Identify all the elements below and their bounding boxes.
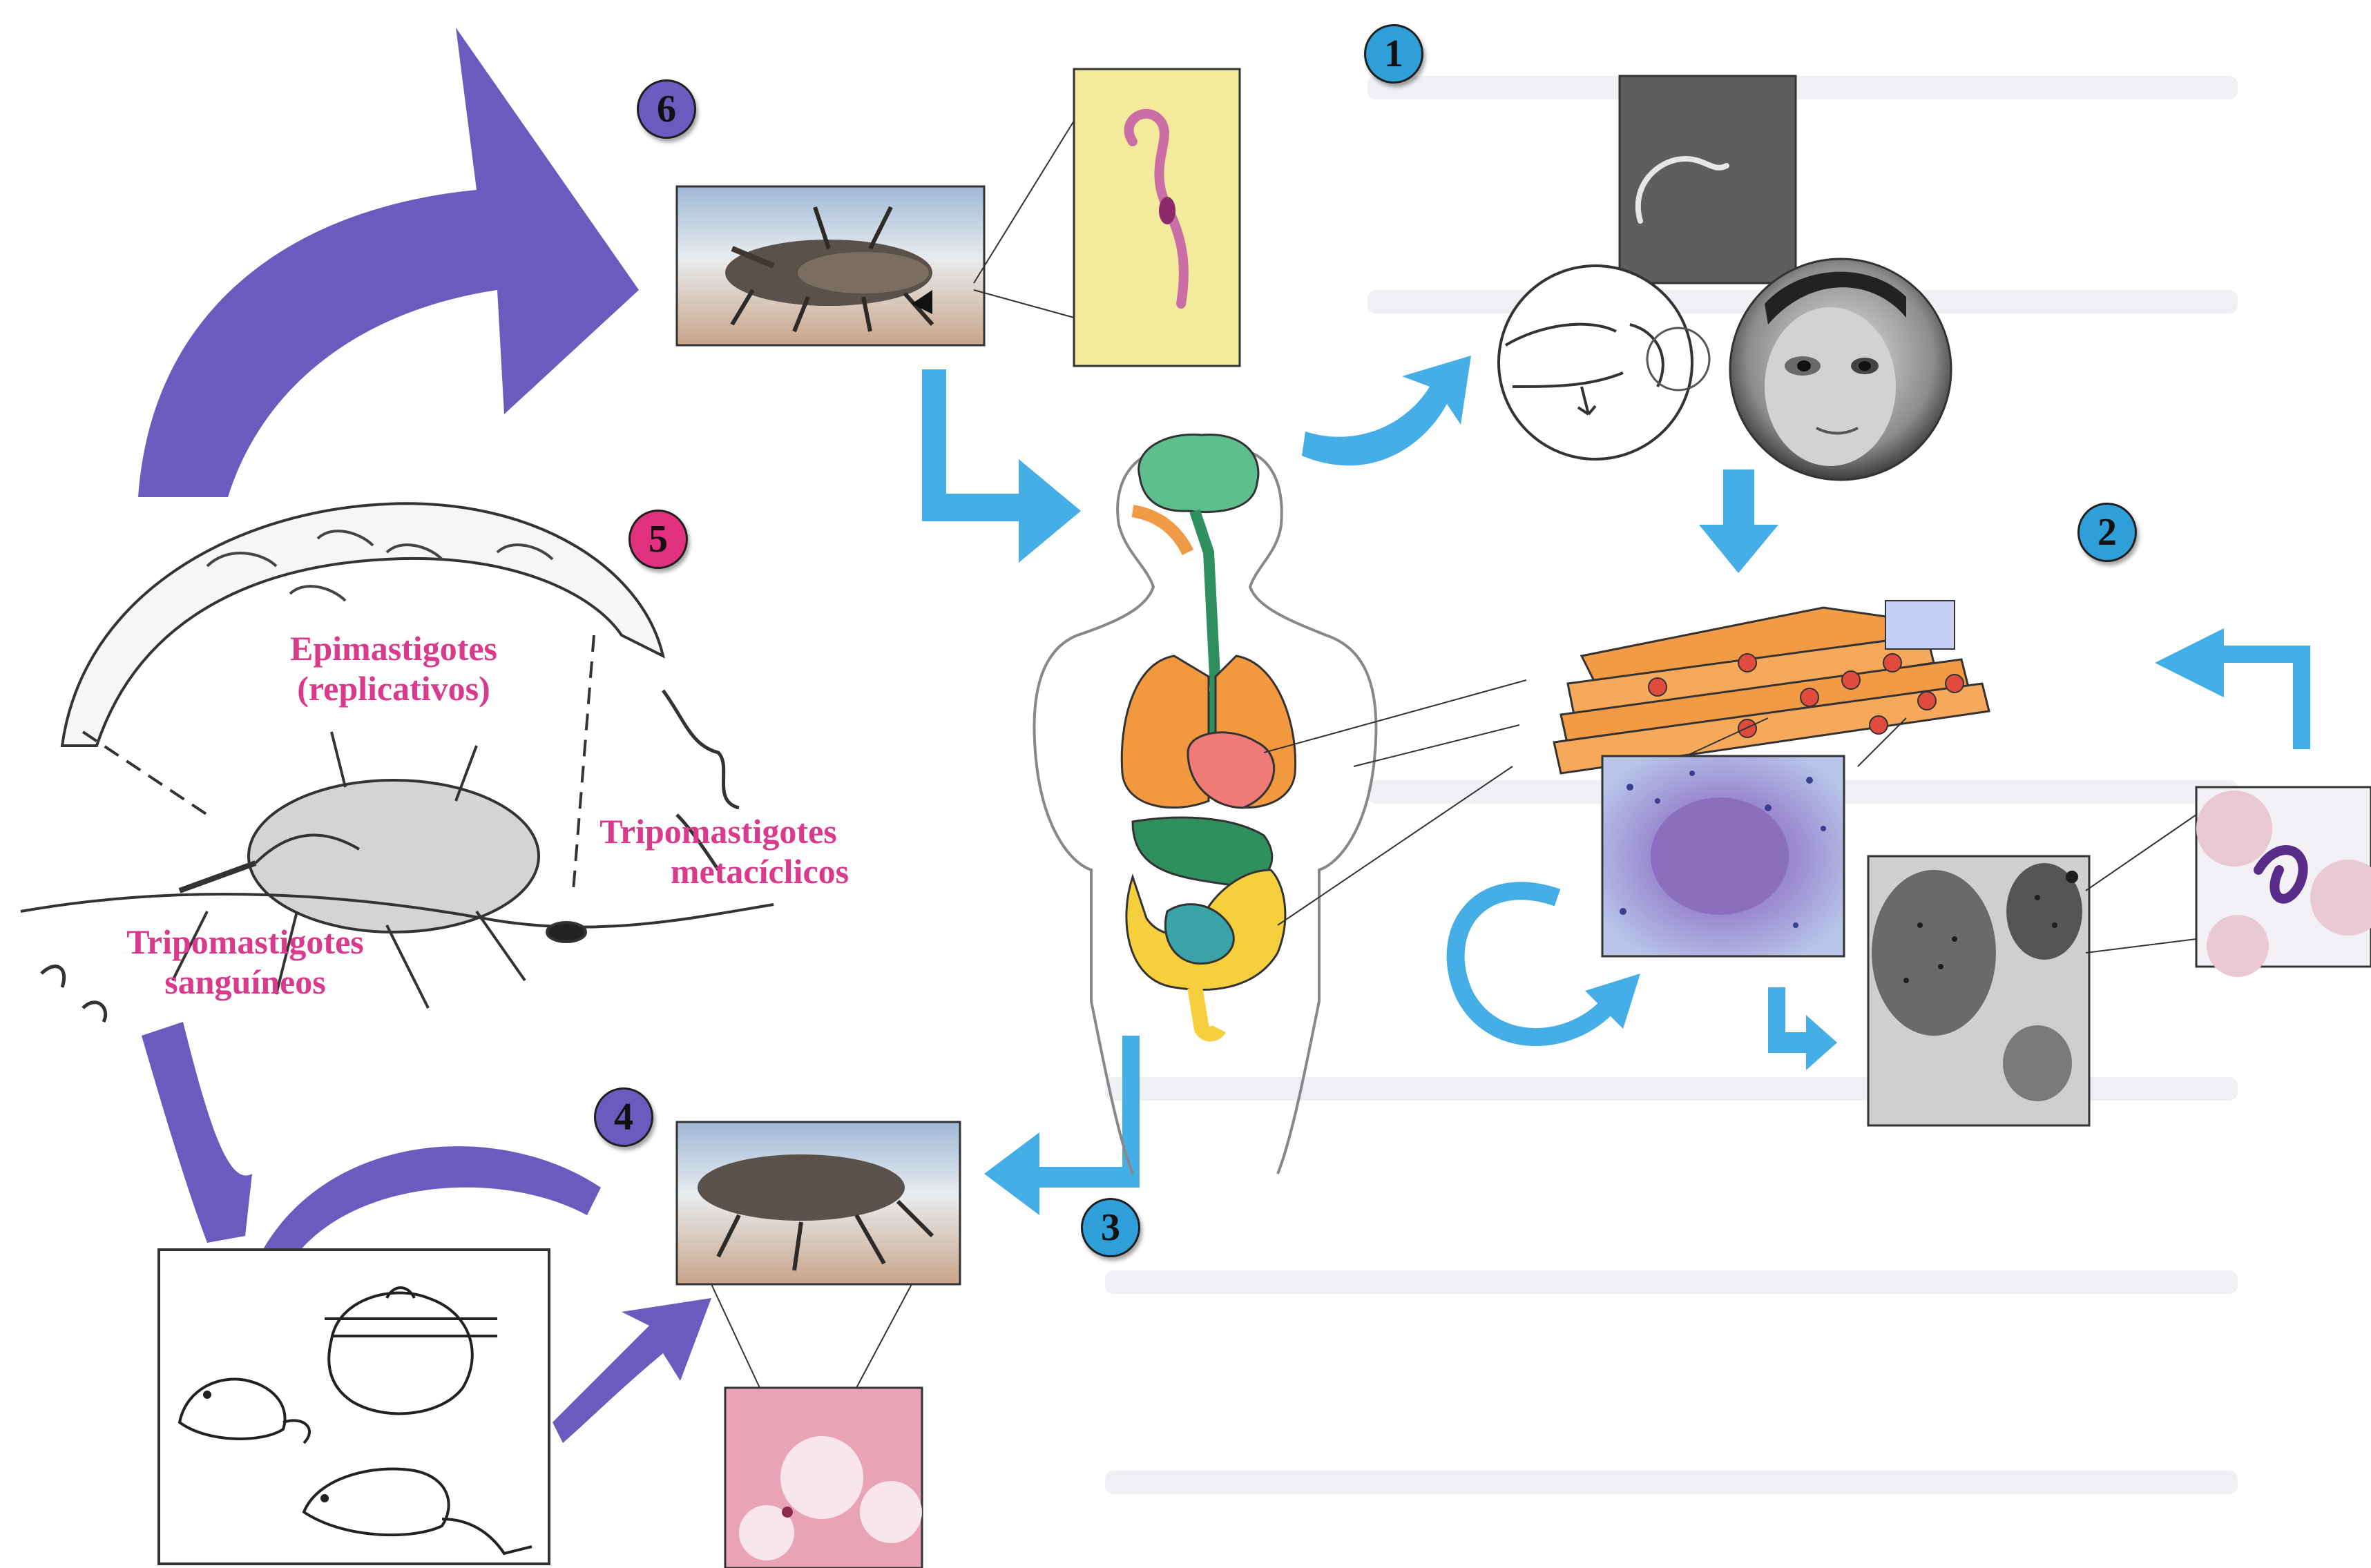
- label-epimastigotes-line2: (replicativos): [228, 668, 559, 708]
- left-lung: [1122, 656, 1209, 808]
- human-body-illustration: [1035, 434, 1376, 1174]
- step-badge-4: 4: [594, 1087, 653, 1147]
- brain-organ: [1139, 434, 1258, 512]
- micrograph-trypomastigote-6: [1074, 69, 1240, 366]
- muscle-tissue-illustration: [1554, 601, 1989, 773]
- gut-dome: [62, 503, 663, 746]
- arrow-body-to-4: [984, 1036, 1140, 1215]
- label-tripomastigotes-metaciclicos: Tripomastigotes metacíclicos: [566, 811, 870, 891]
- label-tripo-sang-line1: Tripomastigotes: [83, 922, 407, 962]
- photo-bug-6: [677, 121, 1074, 345]
- bug-abdomen: [249, 780, 539, 932]
- rectum-organ: [1195, 987, 1219, 1034]
- arrow-to-pseudocyst: [1768, 987, 1837, 1070]
- micrograph-blood-trypomastigote: [2086, 787, 2371, 977]
- curved-arrow-to-6: [138, 28, 639, 497]
- step-badge-6: 6: [637, 79, 696, 139]
- step-badge-2: 2: [2077, 503, 2137, 562]
- label-tripo-meta-line1: Tripomastigotes: [566, 811, 870, 851]
- arrow-6-to-body: [922, 369, 1081, 563]
- micrograph-trypomastigote-1: [1620, 76, 1796, 283]
- label-epimastigotes: Epimastigotes (replicativos): [228, 628, 559, 708]
- arrow-body-to-bite: [1302, 356, 1471, 465]
- arrow-down-to-tissue: [1699, 470, 1778, 573]
- micrograph-amastigote-cell: [1602, 756, 1844, 956]
- illustration-mammal-reservoirs: [159, 1250, 549, 1564]
- nasal-tract: [1133, 511, 1188, 552]
- label-tripo-meta-line2: metacíclicos: [566, 851, 870, 891]
- micrograph-pseudocyst: [1868, 856, 2089, 1125]
- tripomastigote-sang-2: [83, 1003, 106, 1022]
- label-epimastigotes-line1: Epimastigotes: [228, 628, 559, 668]
- photo-bug-4: [677, 1122, 960, 1388]
- label-tripomastigotes-sanguineos: Tripomastigotes sanguíneos: [83, 922, 407, 1002]
- step-badge-3: 3: [1081, 1198, 1140, 1257]
- vector-cycle-arrows: [138, 28, 711, 1443]
- micrograph-tissue-4: [725, 1388, 922, 1568]
- step-badge-5: 5: [628, 510, 688, 569]
- step-badge-1: 1: [1364, 24, 1423, 84]
- photo-child-romana-sign: [1730, 259, 1951, 480]
- arrow-down-to-mammals: [142, 1022, 252, 1243]
- arc-mammals-top: [259, 1146, 601, 1264]
- arrow-mammals-to-4: [553, 1298, 711, 1443]
- arrow-blood-to-tissue: [2155, 628, 2310, 749]
- label-tripo-sang-line2: sanguíneos: [83, 962, 407, 1002]
- tripomastigote-meta-1: [663, 690, 739, 808]
- replication-circle-arrow: [1456, 891, 1609, 1037]
- tripomastigote-sang-1: [41, 967, 64, 987]
